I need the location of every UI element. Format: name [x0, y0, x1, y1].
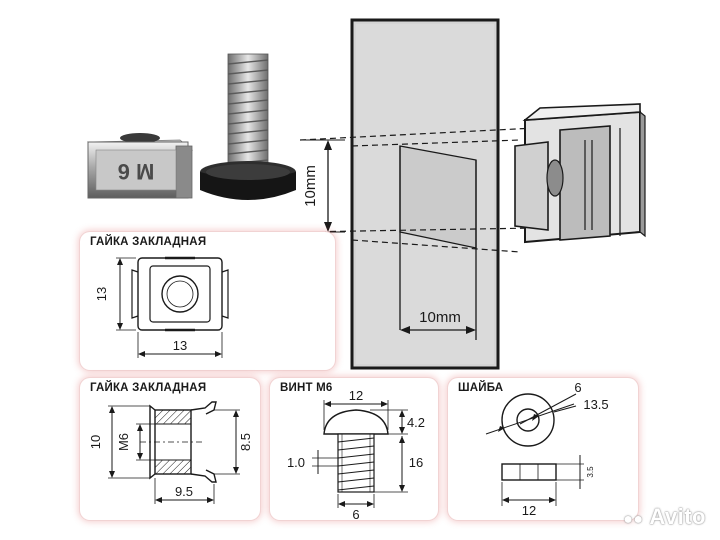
avito-logo-icon: ●●	[623, 511, 644, 528]
screw-gap-dim: 1.0	[287, 455, 305, 470]
avito-watermark: ●● Avito	[623, 504, 706, 530]
screw-length-dim: 16	[409, 455, 423, 470]
nut-side-thread-dim: M6	[116, 433, 131, 451]
nut-front-width-dim: 13	[173, 338, 187, 353]
hole-height-label: 10mm	[302, 165, 319, 207]
screw-title: ВИНТ М6	[280, 382, 333, 394]
screw-shank-dim: 6	[352, 507, 359, 522]
washer-inner-dim: 6	[574, 380, 581, 395]
screw-head-height-dim: 4.2	[407, 415, 425, 430]
screw-head-width-dim: 12	[349, 388, 363, 403]
nut-side-width-dim: 9.5	[175, 484, 193, 499]
washer-title: ШАЙБА	[458, 382, 504, 394]
nut-side-title: ГАЙКА ЗАКЛАДНАЯ	[90, 382, 207, 394]
washer-outer-dim: 13.5	[583, 397, 608, 412]
nut-marking-text: M 6	[118, 159, 155, 184]
nut-front-height-dim: 13	[94, 287, 109, 301]
washer-width-dim: 12	[522, 503, 536, 518]
nut-side-height-dim: 10	[88, 435, 103, 449]
nut-side-inner-dim: 8.5	[238, 433, 253, 451]
hole-width-label: 10mm	[419, 309, 461, 326]
nut-front-title: ГАЙКА ЗАКЛАДНАЯ	[90, 236, 207, 248]
watermark-text: Avito	[649, 504, 706, 529]
washer-thickness-dim: 3.5	[586, 466, 595, 478]
